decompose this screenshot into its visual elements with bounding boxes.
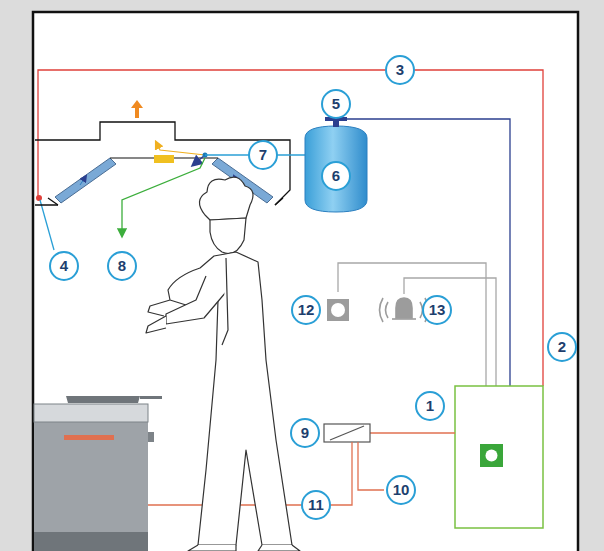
fusible-link bbox=[154, 155, 174, 163]
leader-line bbox=[40, 200, 54, 250]
callout-number: 3 bbox=[385, 55, 415, 85]
callout-number: 11 bbox=[301, 490, 331, 520]
callout-number: 6 bbox=[321, 161, 351, 191]
agent-tank bbox=[305, 126, 367, 212]
detection-line bbox=[38, 70, 543, 386]
gas-shutoff-valve bbox=[324, 424, 370, 442]
callout-number: 1 bbox=[415, 391, 445, 421]
room bbox=[33, 12, 578, 551]
callout-number: 7 bbox=[248, 140, 278, 170]
manual-release bbox=[327, 299, 349, 321]
detector bbox=[36, 195, 42, 201]
chef bbox=[146, 177, 300, 551]
stove bbox=[34, 396, 162, 551]
callout-number: 10 bbox=[386, 475, 416, 505]
callout-number: 5 bbox=[321, 89, 351, 119]
callout-number: 13 bbox=[422, 295, 452, 325]
callout-number: 12 bbox=[291, 295, 321, 325]
callout-number: 9 bbox=[290, 418, 320, 448]
callout-number: 8 bbox=[107, 251, 137, 281]
callout-number: 4 bbox=[49, 251, 79, 281]
callout-number: 2 bbox=[547, 332, 577, 362]
control-panel bbox=[455, 386, 543, 528]
